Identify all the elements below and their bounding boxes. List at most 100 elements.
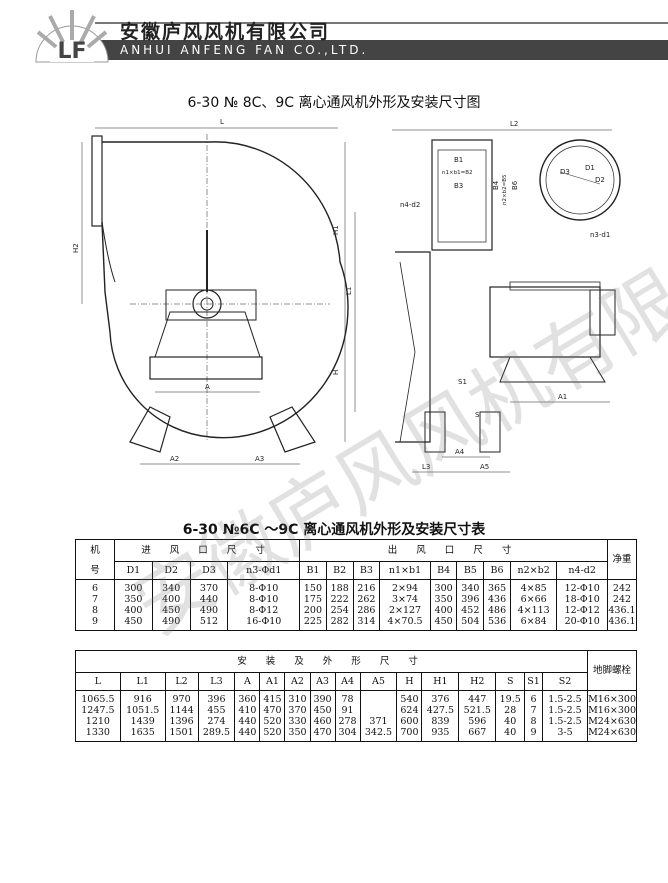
svg-text:D1: D1 <box>585 164 595 172</box>
table-cell: 18-Φ10 <box>556 594 608 605</box>
table-cell: 400 <box>429 605 458 616</box>
th-A1: A1 <box>259 672 286 691</box>
table-cell: 1439 <box>119 716 166 727</box>
svg-text:D2: D2 <box>595 176 605 184</box>
installation-dimension-table: 安 装 及 外 形 尺 寸 地脚螺栓 L L1 L2 L3 A A1 A2 A3… <box>74 650 637 742</box>
logo-letters: LF <box>57 39 86 64</box>
svg-text:A: A <box>205 383 210 391</box>
bolt-header: 地脚螺栓 <box>587 650 637 691</box>
table-cell: 371 <box>359 716 398 727</box>
table-cell: 330 <box>284 716 311 727</box>
th-D3: D3 <box>189 561 229 580</box>
table-cell: 600 <box>396 716 423 727</box>
table-cell: 216 <box>352 579 381 594</box>
inlet-outlet-dimension-table: 机 进 风 口 尺 寸 出 风 口 尺 寸 净重 号 D1 D2 D3 n3-Φ… <box>75 539 637 631</box>
table-cell: M24×630 <box>587 716 637 727</box>
table-cell: M16×300 <box>587 690 637 705</box>
table-cell: 340 <box>151 579 191 594</box>
table-cell: 1065.5 <box>75 690 121 705</box>
svg-text:L1: L1 <box>345 287 353 295</box>
table-cell: 1210 <box>75 716 121 727</box>
table-cell: 16-Φ10 <box>227 616 301 631</box>
table-cell: 360 <box>234 690 261 705</box>
th-n4-d2: n4-d2 <box>556 561 608 580</box>
table-cell: 8-Φ10 <box>227 594 301 605</box>
table-cell: 3×74 <box>379 594 431 605</box>
table1-subheader-row: 号 D1 D2 D3 n3-Φd1 B1 B2 B3 n1×b1 B4 B5 B… <box>75 561 637 580</box>
table-cell: 436.1 <box>607 616 637 631</box>
table-cell: 254 <box>325 605 354 616</box>
fan-dimension-drawing: L H2 H1 L1 H A A2 A3 L2 <box>72 118 621 473</box>
table-cell: 916 <box>119 690 166 705</box>
th-L: L <box>75 672 121 691</box>
th-A4: A4 <box>334 672 361 691</box>
table-cell: 1.5-2.5 <box>541 705 589 716</box>
th-L2: L2 <box>164 672 199 691</box>
th-A: A <box>234 672 261 691</box>
table-cell: 452 <box>456 605 485 616</box>
inlet-header: 进 风 口 尺 寸 <box>113 539 301 562</box>
table-cell: 304 <box>334 727 361 742</box>
table-cell: 1051.5 <box>119 705 166 716</box>
table-cell: 450 <box>114 616 153 631</box>
svg-text:n4-d2: n4-d2 <box>400 201 420 209</box>
svg-text:A2: A2 <box>170 455 179 463</box>
table-cell: 486 <box>483 605 511 616</box>
table-cell: 1635 <box>119 727 166 742</box>
table-cell <box>359 690 398 705</box>
table-cell: 200 <box>299 605 327 616</box>
svg-text:A1: A1 <box>558 393 567 401</box>
table-cell: 300 <box>114 579 153 594</box>
table-cell: 521.5 <box>458 705 497 716</box>
table-cell: 839 <box>421 716 460 727</box>
table-cell: 504 <box>456 616 485 631</box>
table-cell: 40 <box>495 727 526 742</box>
table-cell: 396 <box>197 690 236 705</box>
th-B2: B2 <box>325 561 354 580</box>
th-B4: B4 <box>429 561 458 580</box>
th-S1: S1 <box>524 672 543 691</box>
table-cell: 970 <box>164 690 199 705</box>
table-cell: 350 <box>429 594 458 605</box>
table-cell: 8 <box>75 605 115 616</box>
table-cell: 410 <box>234 705 261 716</box>
th-B3: B3 <box>352 561 381 580</box>
table-cell: 4×113 <box>509 605 558 616</box>
table-cell: 78 <box>334 690 361 705</box>
table-cell: 7 <box>524 705 543 716</box>
table-cell: 440 <box>234 716 261 727</box>
th-n2-b2: n2×b2 <box>509 561 558 580</box>
table-cell: 455 <box>197 705 236 716</box>
table-cell: 175 <box>299 594 327 605</box>
table-cell: 12-Φ10 <box>556 579 608 594</box>
th-B5: B5 <box>456 561 485 580</box>
table-cell: 440 <box>189 594 229 605</box>
table-cell: 1.5-2.5 <box>541 716 589 727</box>
svg-text:L3: L3 <box>422 463 430 471</box>
table-cell: 314 <box>352 616 381 631</box>
table-cell: 440 <box>234 727 261 742</box>
table-cell: 370 <box>189 579 229 594</box>
svg-text:n3-d1: n3-d1 <box>590 231 610 239</box>
table-cell: 3-5 <box>541 727 589 742</box>
svg-text:A5: A5 <box>480 463 489 471</box>
table-cell: 596 <box>458 716 497 727</box>
table-cell: 1247.5 <box>75 705 121 716</box>
table-cell: 490 <box>189 605 229 616</box>
svg-text:B6: B6 <box>511 180 519 190</box>
col-header-ji: 机 <box>75 539 115 562</box>
table-cell: 342.5 <box>359 727 398 742</box>
table-cell: 4×85 <box>509 579 558 594</box>
table-cell: M24×630 <box>587 727 637 742</box>
table-cell: 624 <box>396 705 423 716</box>
svg-text:B3: B3 <box>454 182 463 190</box>
side-view: L2 B1 n1×b1=B2 B3 B4 n2×b2=B5 B6 n4-d2 D… <box>392 120 621 473</box>
company-name-en: ANHUI ANFENG FAN CO.,LTD. <box>120 43 369 57</box>
th-H1: H1 <box>421 672 460 691</box>
